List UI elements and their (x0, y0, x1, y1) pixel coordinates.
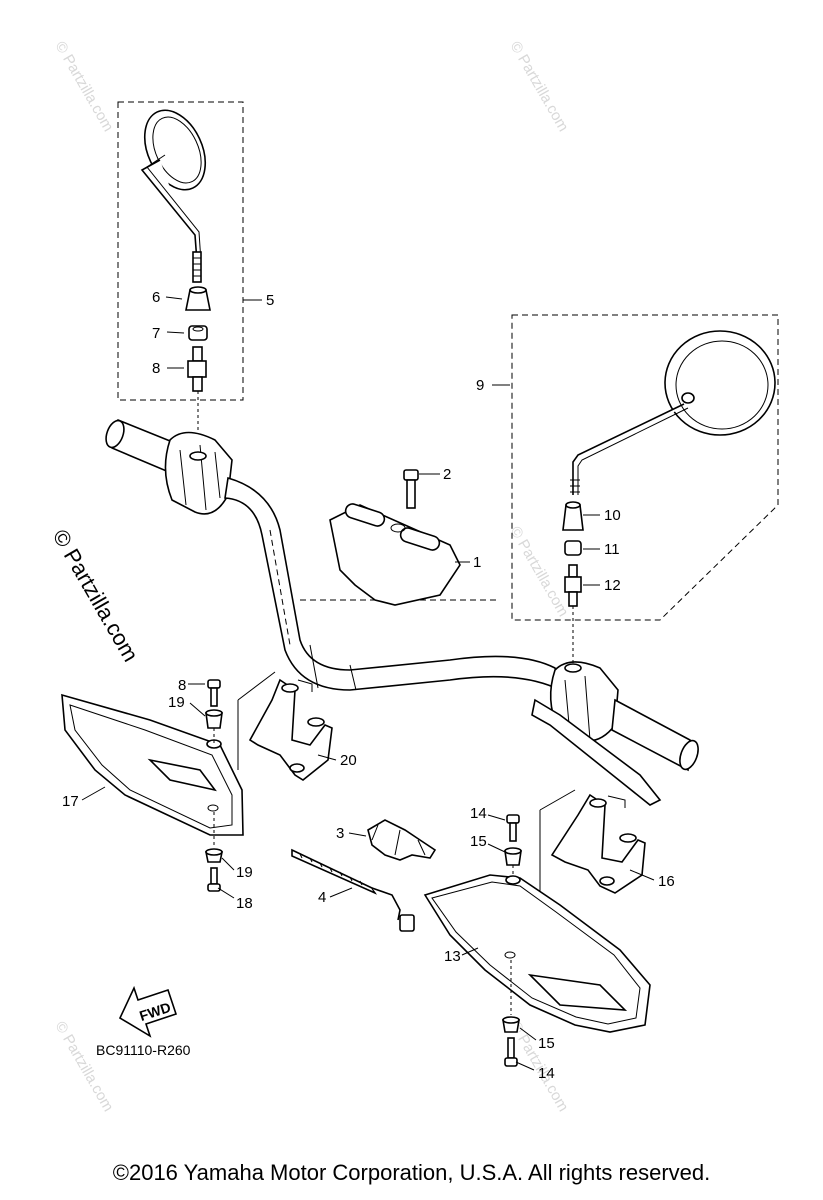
nut-11 (564, 540, 582, 556)
washer-15-top (504, 847, 522, 866)
callout-18-top: 8 (178, 677, 186, 694)
bolt-8 (187, 346, 207, 392)
callout-4: 4 (318, 889, 326, 906)
washer-15-bottom (502, 1016, 520, 1033)
nut-7 (188, 325, 208, 341)
callout-14-bottom: 14 (538, 1065, 555, 1082)
bolt-2 (403, 469, 419, 509)
mirror-right-group-box (511, 314, 779, 621)
callout-15-top: 15 (470, 833, 487, 850)
callout-7: 7 (152, 325, 160, 342)
callout-14-top: 14 (470, 805, 487, 822)
callout-16: 16 (658, 873, 675, 890)
watermark-large: © Partzilla.com (48, 525, 144, 666)
bolt-18-top (207, 679, 221, 707)
callout-3: 3 (336, 825, 344, 842)
callout-15-bottom: 15 (538, 1035, 555, 1052)
callout-12: 12 (604, 577, 621, 594)
mirror-right (570, 330, 776, 495)
callout-20: 20 (340, 752, 357, 769)
callout-19-bottom: 19 (236, 864, 253, 881)
callout-17: 17 (62, 793, 79, 810)
mirror-left (140, 109, 207, 283)
cable-tie-4 (291, 848, 415, 932)
callout-6: 6 (152, 289, 160, 306)
callout-19-top: 19 (168, 694, 185, 711)
callout-11: 11 (604, 541, 620, 558)
watermark-top-left: © Partzilla.com (52, 39, 117, 135)
callout-1: 1 (473, 554, 481, 571)
callout-10: 10 (604, 507, 621, 524)
callout-18-bottom: 18 (236, 895, 253, 912)
handguard-right (423, 874, 651, 1033)
watermark-top-right: © Partzilla.com (507, 39, 572, 135)
cover-1 (329, 503, 461, 606)
fwd-arrow-icon: FWD (118, 985, 178, 1038)
clip-3 (367, 819, 437, 861)
copyright-notice: ©2016 Yamaha Motor Corporation, U.S.A. A… (112, 1160, 711, 1185)
callout-5: 5 (266, 292, 274, 309)
callout-9: 9 (476, 377, 484, 394)
bolt-12 (564, 564, 582, 607)
washer-19-bottom (205, 848, 223, 863)
watermark-bottom-left: © Partzilla.com (52, 1019, 117, 1115)
mirror-left-group-box (117, 101, 244, 401)
bracket-20 (248, 678, 333, 781)
handguard-left (61, 693, 244, 836)
cap-10 (562, 501, 584, 531)
cap-6 (185, 286, 211, 311)
callout-13: 13 (444, 948, 461, 965)
watermark-mid-right: © Partzilla.com (507, 524, 572, 620)
bolt-14-bottom (504, 1037, 518, 1067)
bolt-18-bottom (207, 867, 221, 892)
callout-8: 8 (152, 360, 160, 377)
callout-2: 2 (443, 466, 451, 483)
diagram-code: BC91110-R260 (96, 1042, 191, 1058)
handlebar (105, 419, 699, 806)
washer-19-top (205, 709, 223, 729)
bracket-16 (550, 793, 646, 894)
bolt-14-top (506, 814, 520, 842)
